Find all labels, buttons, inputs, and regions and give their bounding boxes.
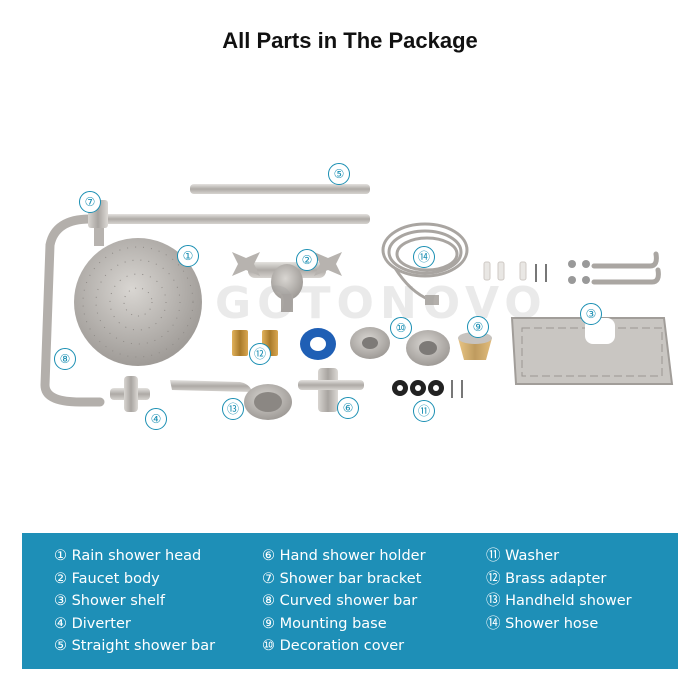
faucet-body (232, 252, 342, 312)
legend-item: ② Faucet body (54, 570, 160, 587)
callout-6: ⑥ (337, 397, 359, 419)
washer (392, 380, 463, 398)
diverter (110, 376, 150, 412)
callout-2: ② (296, 249, 318, 271)
callout-11: ⑪ (413, 400, 435, 422)
parts-drawing (40, 184, 674, 420)
callout-12: ⑫ (249, 343, 271, 365)
callout-5: ⑤ (328, 163, 350, 185)
legend-item: ⑪ Washer (486, 548, 560, 564)
callout-7: ⑦ (79, 191, 101, 213)
decoration-cover (350, 327, 450, 366)
hand-shower-holder (298, 368, 364, 412)
rain-shower-head (74, 238, 202, 366)
legend-item: ① Rain shower head (54, 548, 202, 564)
curved-shower-bar (40, 200, 370, 407)
legend-item: ④ Diverter (54, 615, 131, 632)
callout-4: ④ (145, 408, 167, 430)
handheld-shower (170, 380, 292, 420)
legend-item: ⑭ Shower hose (486, 615, 599, 632)
legend-item: ⑩ Decoration cover (262, 638, 405, 654)
callout-3: ③ (580, 303, 602, 325)
legend-item: ⑫ Brass adapter (486, 570, 607, 587)
callout-10: ⑩ (390, 317, 412, 339)
parts-legend-panel: ① Rain shower head ② Faucet body ③ Showe… (22, 533, 678, 669)
straight-shower-bar (190, 184, 370, 194)
legend-item: ⑧ Curved shower bar (262, 593, 418, 609)
brand-watermark: GOTONOVO (215, 278, 548, 329)
callout-1: ① (177, 245, 199, 267)
legend-column-1: ① Rain shower head ② Faucet body ③ Showe… (54, 547, 215, 656)
shelf-brackets (591, 251, 661, 285)
legend-item: ③ Shower shelf (54, 593, 166, 609)
shower-hose (381, 222, 469, 305)
legend-column-2: ⑥ Hand shower holder ⑦ Shower bar bracke… (262, 547, 426, 656)
product-illustration: GOTONOVO ⑤ ⑦ ① ② ⑭ ③ ⑫ ⑩ ⑨ ⑧ ④ ⑬ ⑥ ⑪ (0, 150, 700, 440)
page-title: All Parts in The Package (222, 28, 478, 53)
legend-column-3: ⑪ Washer ⑫ Brass adapter ⑬ Handheld show… (486, 547, 632, 633)
callout-8: ⑧ (54, 348, 76, 370)
wall-anchors-screws (483, 260, 590, 284)
legend-item: ⑦ Shower bar bracket (262, 570, 422, 587)
callout-9: ⑨ (467, 316, 489, 338)
legend-item: ⑨ Mounting base (262, 615, 387, 632)
thread-tape (300, 328, 336, 360)
legend-item: ⑤ Straight shower bar (54, 638, 216, 654)
callout-14: ⑭ (413, 246, 435, 268)
legend-item: ⑥ Hand shower holder (262, 548, 426, 564)
shower-shelf (510, 317, 674, 385)
callout-13: ⑬ (222, 398, 244, 420)
legend-item: ⑬ Handheld shower (486, 593, 632, 609)
